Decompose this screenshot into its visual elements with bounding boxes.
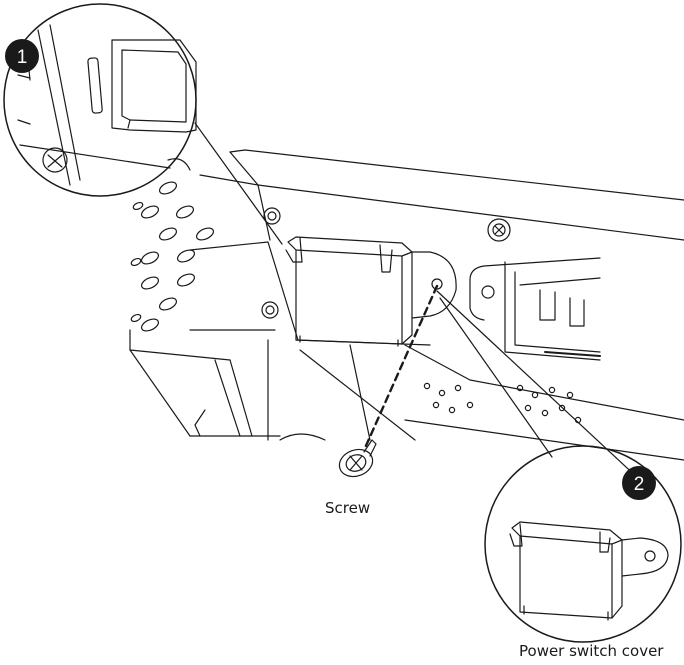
chassis <box>129 149 684 461</box>
screw-label: Screw <box>325 499 371 517</box>
callout-number-2: 2 <box>634 474 645 495</box>
screw-icon <box>338 439 377 478</box>
callout-number-1: 1 <box>17 47 28 68</box>
vent-holes-left <box>130 181 215 332</box>
power-switch-cover-installed <box>285 236 457 347</box>
power-switch-cover-label: Power switch cover <box>519 642 664 660</box>
callout-badge-2: 2 <box>622 466 656 500</box>
zoom-callout-1 <box>3 3 283 245</box>
power-inlet-socket <box>469 257 601 361</box>
zoom-callout-2 <box>436 290 682 643</box>
callout-badge-1: 1 <box>5 39 39 73</box>
screw-guide-line <box>363 284 439 450</box>
mounting-screw-icon <box>261 207 511 319</box>
vent-holes-right <box>423 382 582 424</box>
